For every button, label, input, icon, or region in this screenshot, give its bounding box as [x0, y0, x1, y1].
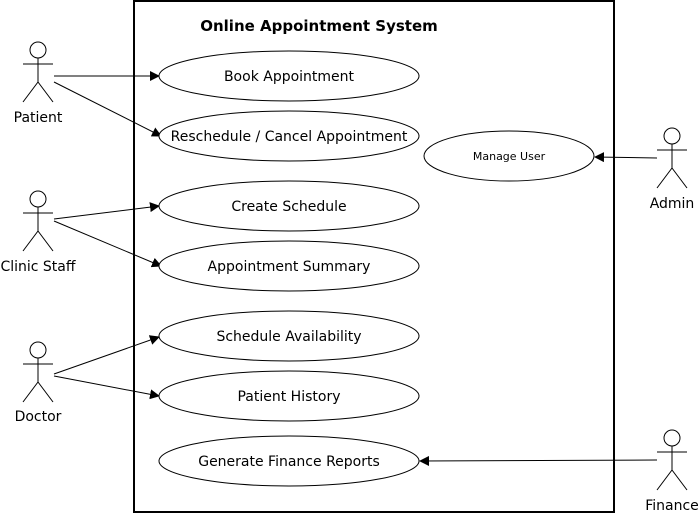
associations: [53, 71, 658, 466]
association-staff-summary: [53, 220, 162, 268]
use-case-label: Create Schedule: [231, 199, 346, 215]
actor-doctor[interactable]: Doctor: [15, 341, 62, 425]
use-case-label: Reschedule / Cancel Appointment: [171, 129, 408, 145]
actor-label: Doctor: [15, 409, 62, 425]
use-case-label: Manage User: [473, 150, 546, 163]
use-case-label: Generate Finance Reports: [198, 454, 380, 470]
use-case-book-appointment[interactable]: Book Appointment: [158, 50, 420, 102]
actor-finance[interactable]: Finance: [645, 429, 699, 514]
stick-figure-icon: [22, 190, 54, 252]
actor-label: Clinic Staff: [0, 259, 75, 275]
use-case-reschedule-cancel[interactable]: Reschedule / Cancel Appointment: [158, 110, 420, 162]
use-case-label: Patient History: [237, 389, 340, 405]
association-staff-create-schedule: [53, 202, 160, 220]
stick-figure-icon: [22, 341, 54, 403]
use-case-label: Schedule Availability: [216, 329, 361, 345]
use-case-patient-history[interactable]: Patient History: [158, 370, 420, 422]
association-finance-reports: [419, 455, 658, 466]
stick-figure-icon: [656, 127, 688, 189]
actor-clinic-staff[interactable]: Clinic Staff: [0, 190, 76, 275]
use-case-label: Appointment Summary: [208, 259, 371, 275]
actor-label: Finance: [645, 498, 699, 514]
actor-patient[interactable]: Patient: [14, 41, 63, 126]
use-case-label: Book Appointment: [224, 69, 355, 85]
use-case-appointment-summary[interactable]: Appointment Summary: [158, 240, 420, 292]
system-title: Online Appointment System: [200, 17, 438, 35]
association-patient-reschedule: [53, 81, 162, 137]
use-case-schedule-availability[interactable]: Schedule Availability: [158, 310, 420, 362]
use-case-create-schedule[interactable]: Create Schedule: [158, 180, 420, 232]
stick-figure-icon: [22, 41, 54, 103]
association-doctor-history: [53, 375, 160, 400]
actor-label: Patient: [14, 110, 63, 126]
association-doctor-availability: [53, 335, 160, 375]
association-admin-manage-user: [594, 152, 658, 163]
actor-label: Admin: [650, 196, 695, 212]
stick-figure-icon: [656, 429, 688, 491]
actor-admin[interactable]: Admin: [650, 127, 695, 212]
use-case-generate-finance-reports[interactable]: Generate Finance Reports: [158, 435, 420, 487]
use-case-manage-user[interactable]: Manage User: [423, 130, 595, 182]
